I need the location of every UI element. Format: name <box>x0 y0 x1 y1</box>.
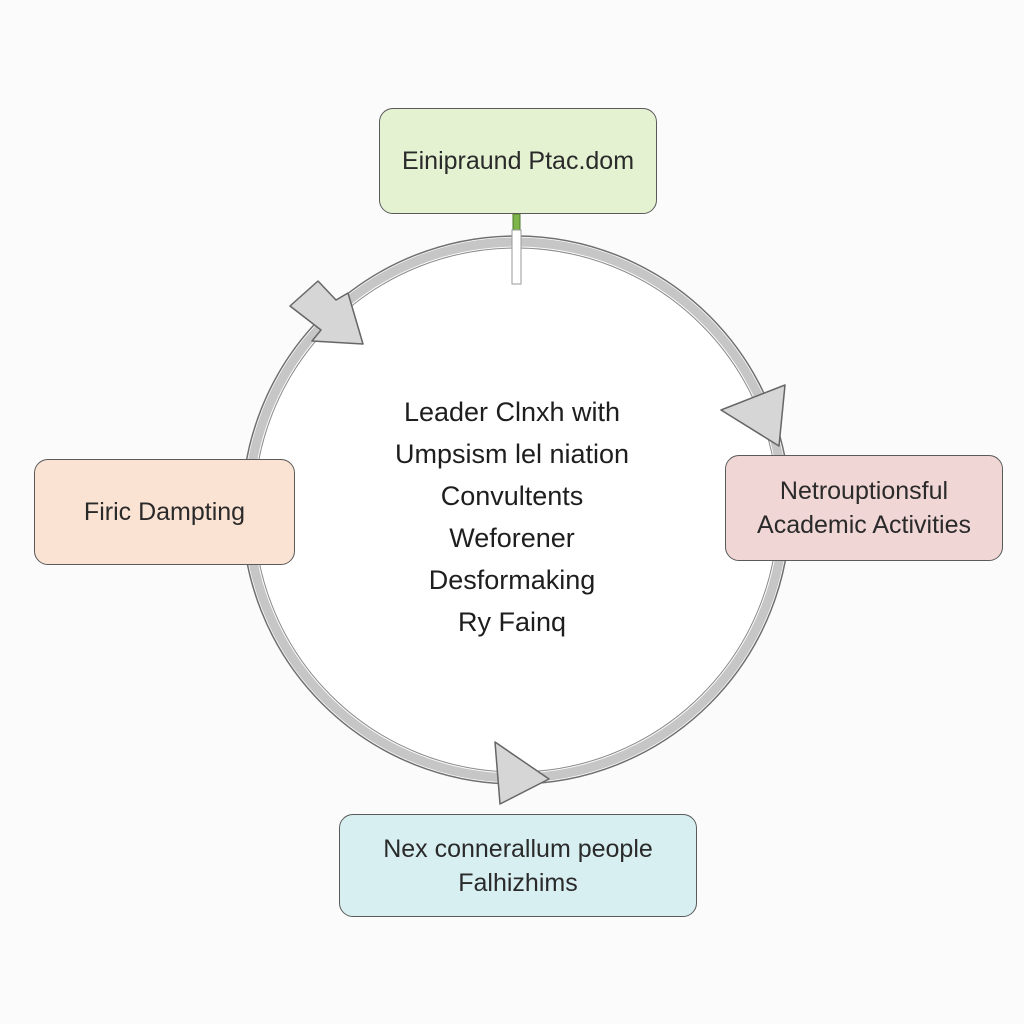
center-line-3: Convultents <box>440 481 584 511</box>
node-bottom-line-1: Nex connerallum people <box>383 834 653 863</box>
node-bottom-box: Nex connerallum people Falhizhims <box>339 814 697 917</box>
node-top-line-1: Einipraund Ptac.dom <box>401 147 635 175</box>
top-connector <box>512 213 521 231</box>
center-line-5: Desformaking <box>428 565 596 595</box>
node-bottom-line-2: Falhizhims <box>458 868 578 897</box>
arrow-right <box>720 384 786 447</box>
center-line-2: Umpsism lel niation <box>394 439 630 469</box>
node-right-line-2: Academic Activities <box>757 511 971 539</box>
arrow-upper-left <box>289 280 364 345</box>
arrow-bottom <box>494 741 550 805</box>
node-left-box: Firic Dampting <box>34 459 295 565</box>
center-text: Leader Clnxh with Umpsism lel niation Co… <box>336 391 688 643</box>
node-right-box: Netroup­tionsful Academic Activities <box>725 455 1003 561</box>
node-top-box: Einipraund Ptac.dom <box>379 108 657 214</box>
center-line-6: Ry Fainq <box>457 607 567 637</box>
top-connector-stem <box>511 229 522 285</box>
node-left-line-1: Firic Dampting <box>83 498 246 526</box>
center-line-4: Weforener <box>449 523 575 553</box>
node-right-line-1: Netroup­tionsful <box>779 477 949 505</box>
center-line-1: Leader Clnxh with <box>403 397 621 427</box>
